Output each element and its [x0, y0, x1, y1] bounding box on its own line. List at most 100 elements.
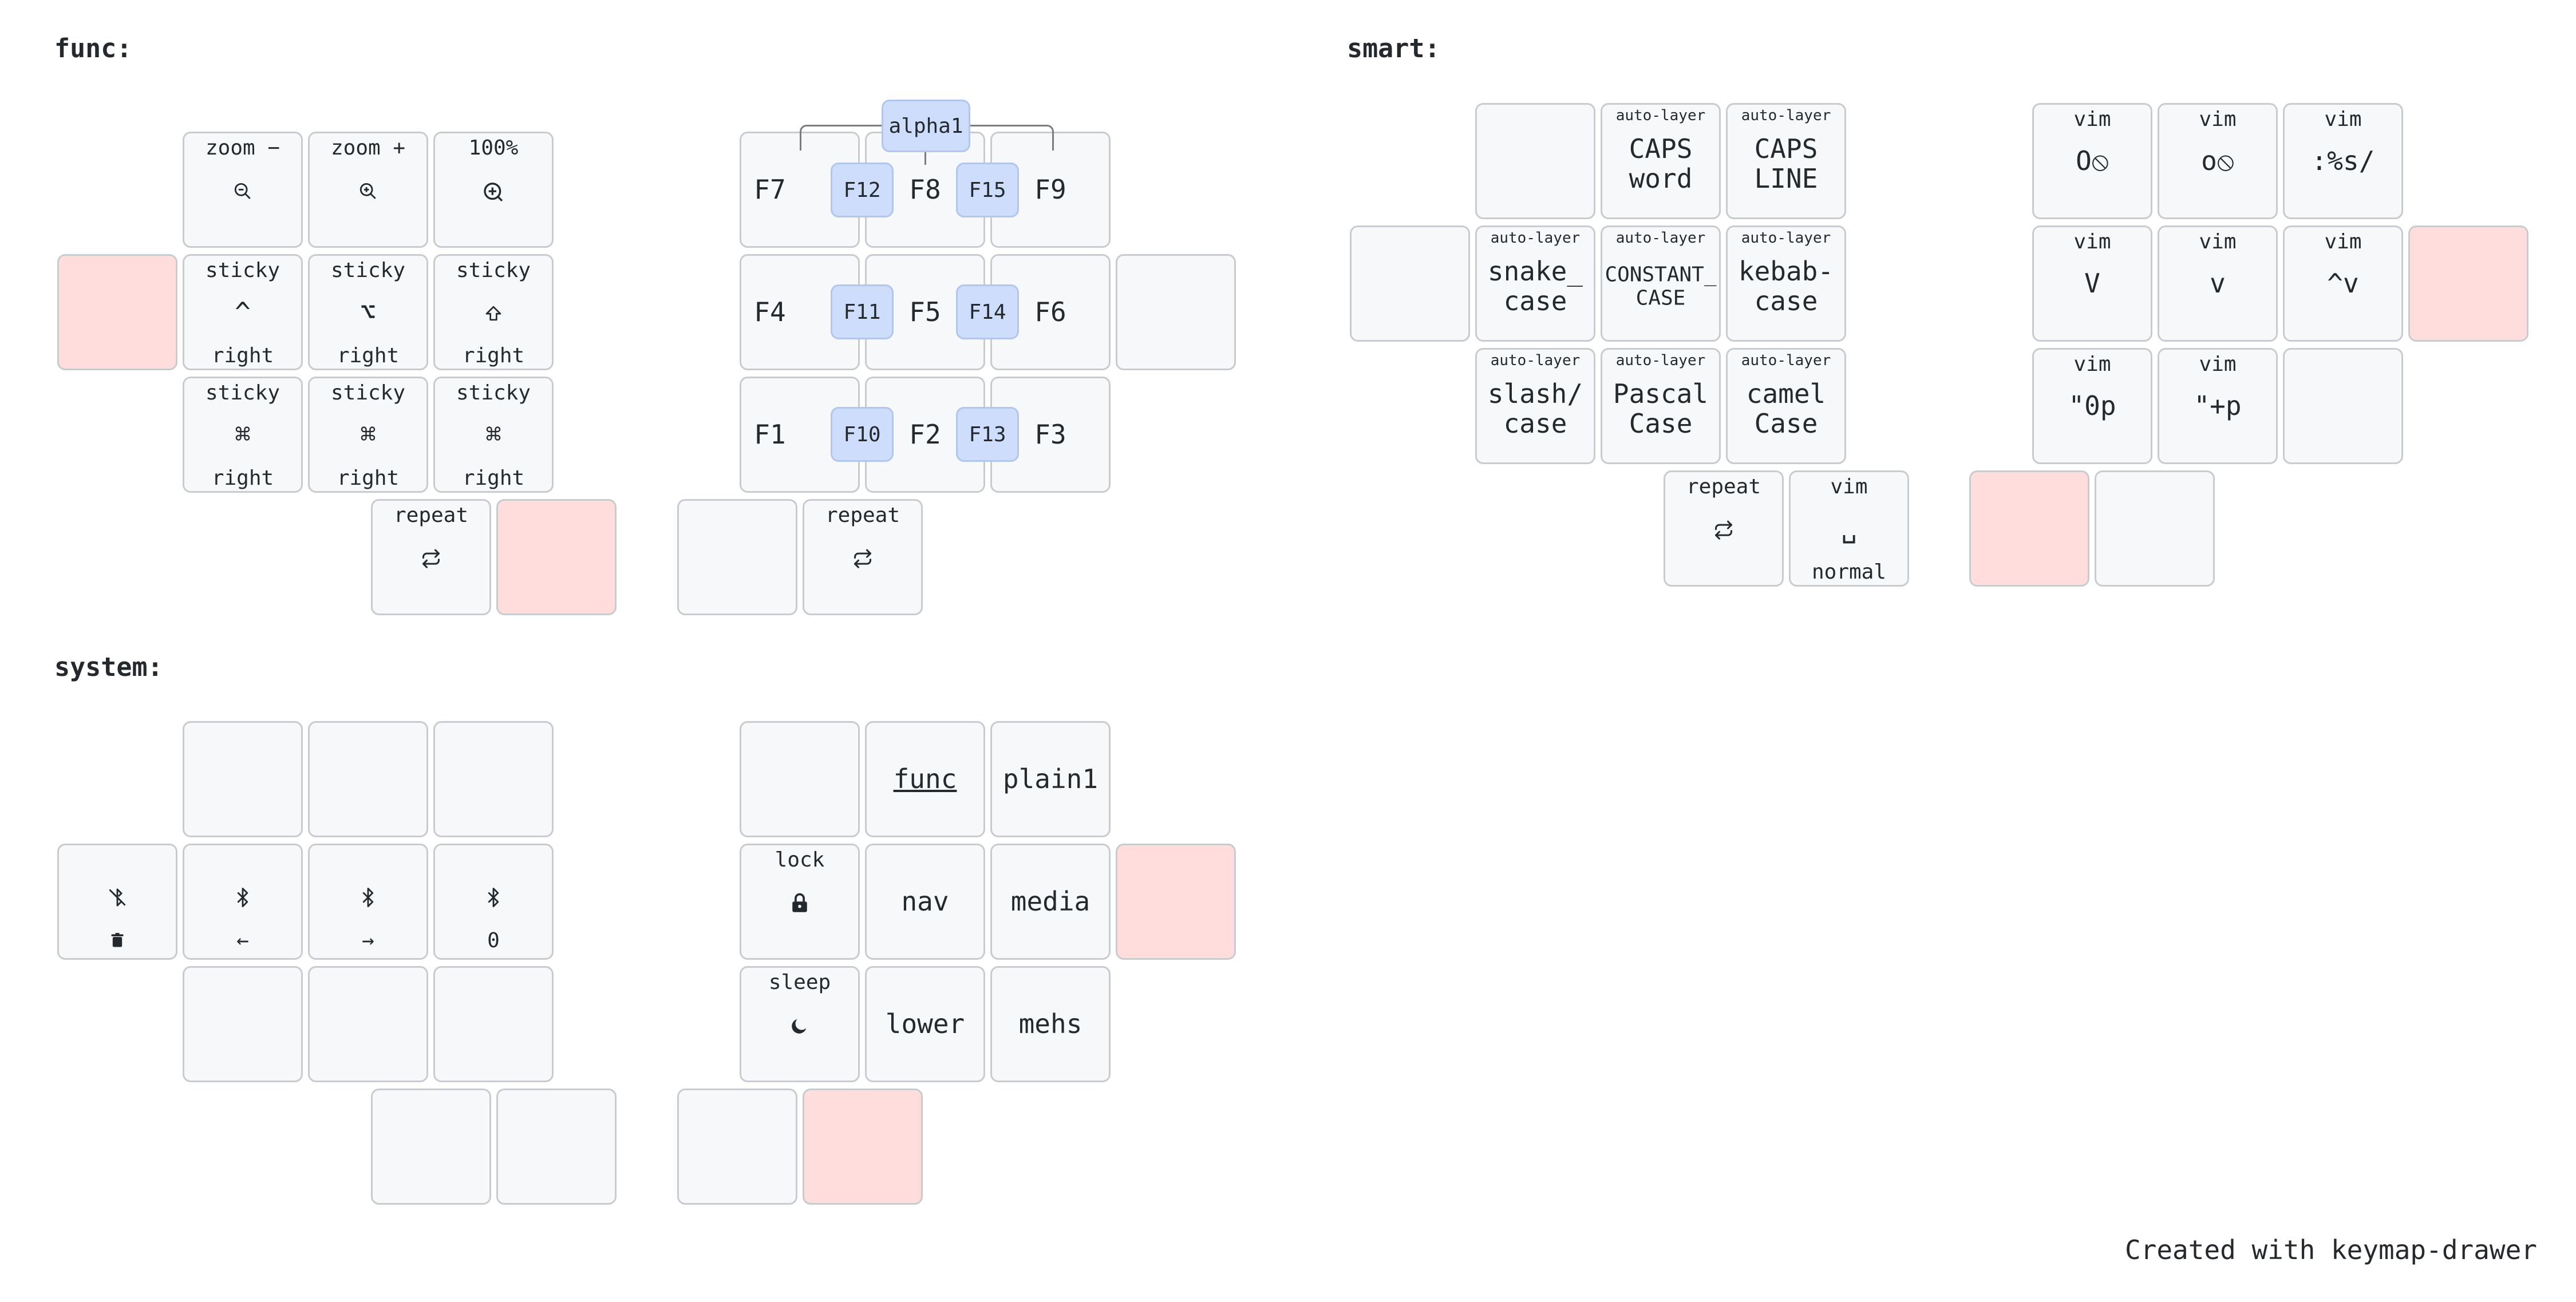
key-held-func[interactable] — [57, 254, 177, 370]
key-empty[interactable] — [308, 721, 428, 837]
key-empty[interactable] — [677, 499, 797, 615]
key-slash-case-line-2: case — [1503, 408, 1567, 440]
combo-alpha1[interactable]: alpha1 — [882, 100, 970, 152]
key-empty[interactable] — [1350, 225, 1470, 342]
footer-credit: Created with keymap-drawer — [2124, 1234, 2537, 1265]
combo-f13[interactable]: F13 — [956, 407, 1019, 462]
key-layer-plain1[interactable]: plain1 — [990, 721, 1111, 837]
key-sticky-cmd-1-hold: right — [211, 466, 274, 490]
key-slash-case-tap: slash/case — [1477, 379, 1594, 439]
key-sticky-cmd-3[interactable]: sticky ⌘ right — [433, 377, 554, 493]
key-vim-space-shifted: vim — [1830, 475, 1868, 498]
key-kebab-case-tap: kebab-case — [1728, 256, 1844, 316]
key-layer-nav[interactable]: nav — [865, 844, 985, 960]
key-sticky-cmd-2-shifted: sticky — [330, 381, 406, 405]
key-empty[interactable] — [433, 721, 554, 837]
key-sleep[interactable]: sleep — [740, 966, 860, 1082]
key-held-smart-thumb[interactable] — [1969, 470, 2089, 587]
key-repeat-right[interactable]: repeat — [803, 499, 923, 615]
key-empty[interactable] — [677, 1089, 797, 1205]
key-vim-v[interactable]: vim v — [2158, 225, 2278, 342]
key-held-smart[interactable] — [2408, 225, 2528, 342]
key-vim-paste-clipboard-shifted: vim — [2199, 353, 2237, 376]
key-zoom-out-shifted: zoom − — [205, 136, 280, 160]
key-sticky-alt[interactable]: sticky ⌥ right — [308, 254, 428, 370]
key-zoom-reset[interactable]: 100% — [433, 132, 554, 248]
key-vim-substitute[interactable]: vim :%s/ — [2283, 103, 2403, 219]
key-layer-func-label: func — [893, 763, 957, 794]
key-kebab-case[interactable]: auto-layer kebab-case — [1726, 225, 1846, 342]
key-empty[interactable] — [496, 1089, 617, 1205]
key-repeat-left[interactable]: repeat — [371, 499, 491, 615]
key-constant-case[interactable]: auto-layer CONSTANT_CASE — [1601, 225, 1721, 342]
key-empty[interactable] — [433, 966, 554, 1082]
key-sticky-cmd-2[interactable]: sticky ⌘ right — [308, 377, 428, 493]
combo-f12[interactable]: F12 — [831, 163, 894, 217]
key-bt-0-hold: 0 — [487, 929, 500, 952]
key-vim-O[interactable]: vim O⦸ — [2032, 103, 2152, 219]
key-vim-ctrl-v[interactable]: vim ^v — [2283, 225, 2403, 342]
key-bt-0[interactable]: 0 — [433, 844, 554, 960]
key-sticky-cmd-3-shifted: sticky — [456, 381, 531, 405]
combo-f15[interactable]: F15 — [956, 163, 1019, 217]
bluetooth-icon — [435, 882, 552, 911]
key-empty[interactable] — [183, 966, 303, 1082]
key-lock-shifted: lock — [775, 848, 825, 872]
key-empty[interactable] — [1116, 254, 1236, 370]
key-empty[interactable] — [308, 966, 428, 1082]
key-lock[interactable]: lock — [740, 844, 860, 960]
key-vim-paste-0[interactable]: vim "0p — [2032, 348, 2152, 464]
key-snake-case[interactable]: auto-layer snake_case — [1475, 225, 1595, 342]
key-layer-mehs-label: mehs — [1018, 1008, 1082, 1039]
combo-f10[interactable]: F10 — [831, 407, 894, 462]
key-empty[interactable] — [740, 721, 860, 837]
key-sticky-cmd-3-hold: right — [462, 466, 525, 490]
key-caps-word-line-2: word — [1629, 163, 1693, 195]
combo-f11[interactable]: F11 — [831, 284, 894, 339]
key-vim-paste-clipboard[interactable]: vim "+p — [2158, 348, 2278, 464]
bluetooth-icon — [310, 882, 426, 911]
key-held-system[interactable] — [1116, 844, 1236, 960]
key-held-thumb[interactable] — [496, 499, 617, 615]
key-vim-paste-clipboard-tap: "+p — [2194, 390, 2242, 421]
key-layer-media[interactable]: media — [990, 844, 1111, 960]
key-zoom-out[interactable]: zoom − — [183, 132, 303, 248]
key-layer-mehs[interactable]: mehs — [990, 966, 1111, 1082]
combo-f14[interactable]: F14 — [956, 284, 1019, 339]
key-bt-prev[interactable]: ← — [183, 844, 303, 960]
key-vim-V[interactable]: vim V — [2032, 225, 2152, 342]
key-sleep-shifted: sleep — [768, 971, 831, 994]
key-empty[interactable] — [2095, 470, 2215, 587]
key-sticky-cmd-1-shifted: sticky — [205, 381, 280, 405]
key-slash-case[interactable]: auto-layer slash/case — [1475, 348, 1595, 464]
key-vim-space[interactable]: vim ␣ normal — [1789, 470, 1909, 587]
key-bt-next[interactable]: → — [308, 844, 428, 960]
key-zoom-in[interactable]: zoom + — [308, 132, 428, 248]
key-smart-repeat[interactable]: repeat — [1664, 470, 1784, 587]
key-bt-clear[interactable] — [57, 844, 177, 960]
key-vim-o[interactable]: vim o⦸ — [2158, 103, 2278, 219]
key-empty[interactable] — [371, 1089, 491, 1205]
key-layer-func[interactable]: func — [865, 721, 985, 837]
key-vim-o-tap: o⦸ — [2201, 145, 2234, 176]
key-f4-label: F4 — [754, 296, 786, 327]
key-sticky-shift[interactable]: sticky right — [433, 254, 554, 370]
layer-title-smart: smart: — [1347, 33, 1440, 64]
bluetooth-off-icon — [59, 882, 176, 911]
key-held-system-thumb[interactable] — [803, 1089, 923, 1205]
key-empty[interactable] — [183, 721, 303, 837]
key-sticky-ctrl[interactable]: sticky ^ right — [183, 254, 303, 370]
key-empty[interactable] — [1475, 103, 1595, 219]
key-sticky-ctrl-hold: right — [211, 344, 274, 367]
key-layer-lower[interactable]: lower — [865, 966, 985, 1082]
key-empty[interactable] — [2283, 348, 2403, 464]
key-sticky-cmd-1[interactable]: sticky ⌘ right — [183, 377, 303, 493]
key-caps-line-shifted: auto-layer — [1741, 107, 1831, 124]
repeat-icon — [804, 543, 921, 572]
key-vim-v-shifted: vim — [2199, 230, 2237, 254]
